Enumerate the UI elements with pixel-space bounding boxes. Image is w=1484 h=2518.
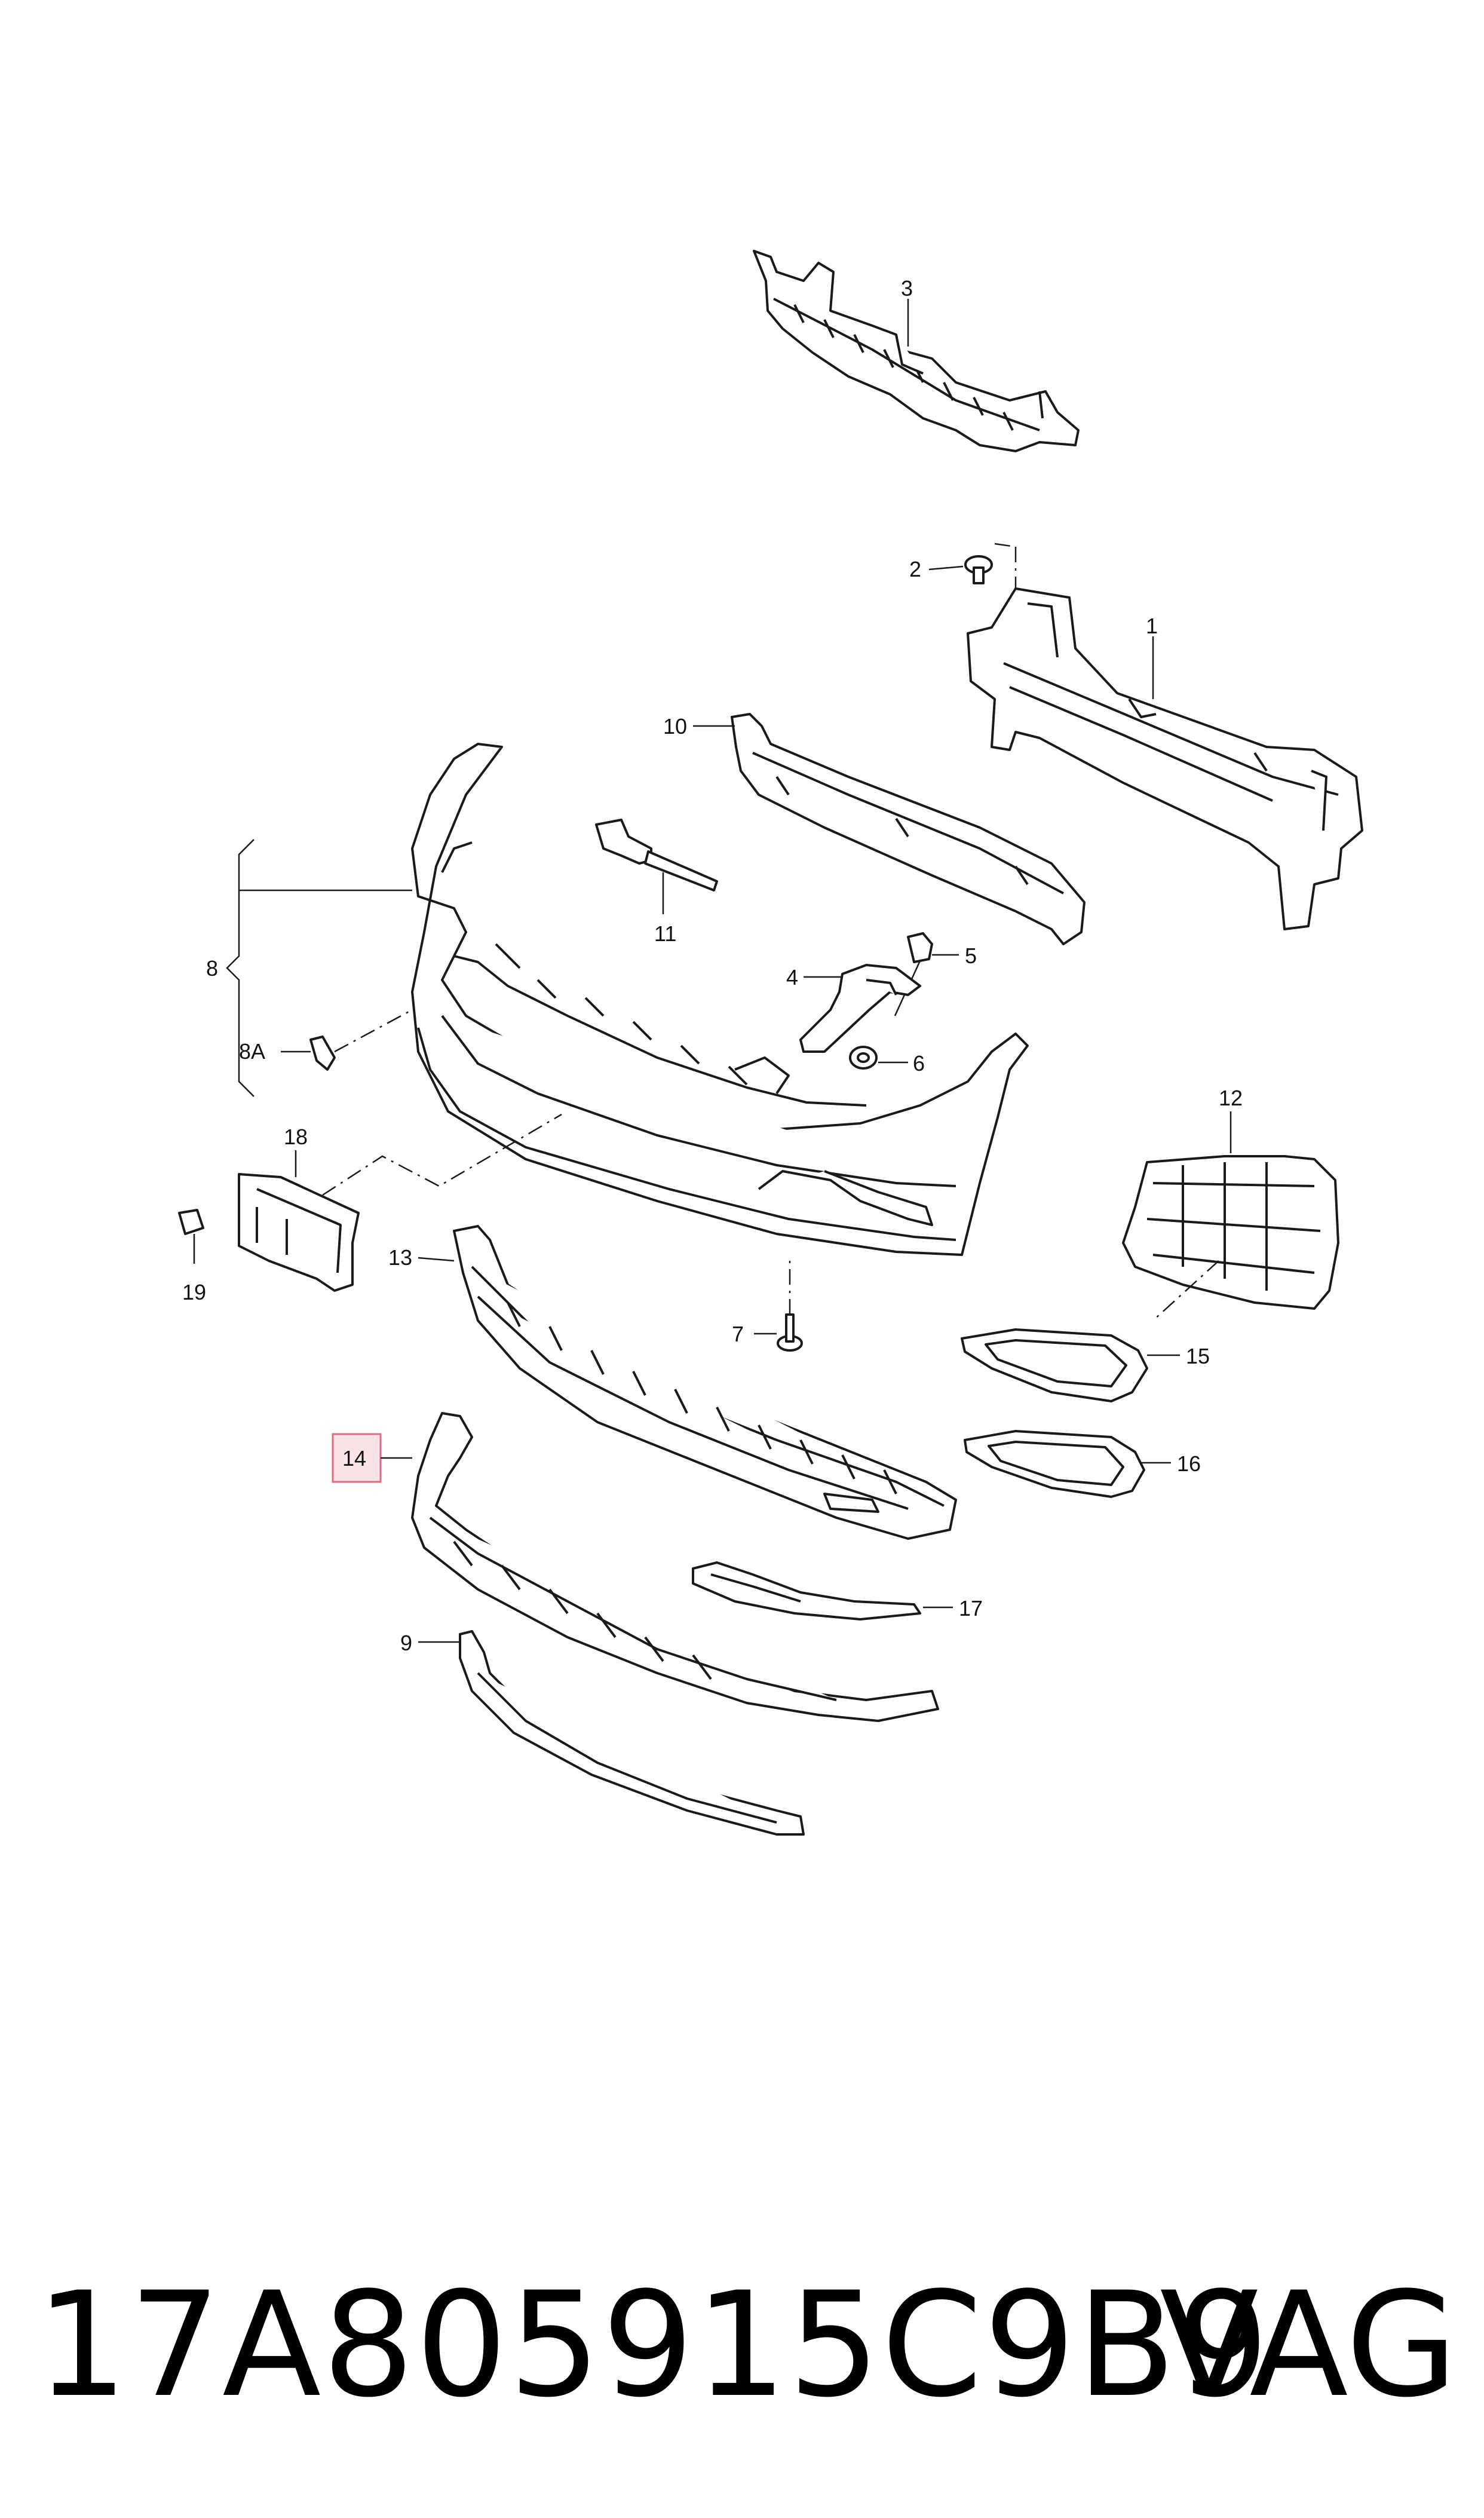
callout-16: 16 — [1177, 1451, 1201, 1476]
part-11-rivet — [595, 819, 718, 892]
part-8-bumper-cover — [411, 743, 1029, 1256]
brand-label: VAG — [1160, 2261, 1458, 2430]
part-5-clip — [907, 932, 933, 963]
callout-17: 17 — [959, 1596, 983, 1621]
callout-15: 15 — [1186, 1344, 1210, 1368]
callout-2: 2 — [909, 557, 921, 581]
callout-10: 10 — [663, 714, 687, 739]
callout-8a: 8A — [239, 1039, 265, 1064]
part-9-strip — [459, 1630, 805, 1836]
callout-7: 7 — [732, 1322, 744, 1346]
part-10-absorber — [731, 713, 1086, 945]
part-14-spoiler — [411, 1412, 939, 1722]
part-7-screw — [777, 1313, 803, 1352]
part-13-grille — [453, 1225, 957, 1540]
part-3-upper-bracket — [753, 250, 1080, 452]
callout-14: 14 — [342, 1446, 366, 1471]
part-18-plate-bracket — [238, 1173, 360, 1292]
part-15-trim — [961, 1328, 1148, 1402]
callout-12: 12 — [1219, 1086, 1243, 1110]
part-8a-clip — [309, 1036, 336, 1071]
part-6-nut — [849, 1046, 878, 1070]
callout-14-highlight — [332, 1433, 382, 1483]
callout-11: 11 — [654, 921, 676, 946]
callout-1: 1 — [1146, 614, 1158, 638]
part-16-trim — [964, 1430, 1145, 1498]
part-12-side-bracket — [1122, 1155, 1339, 1310]
part-19-screw — [178, 1209, 204, 1235]
callout-8: 8 — [206, 956, 218, 981]
part-number: 17A805915C9B9 — [36, 2261, 1271, 2430]
callout-18: 18 — [284, 1125, 308, 1149]
part-1-crossmember — [967, 587, 1363, 930]
callout-13: 13 — [388, 1245, 412, 1270]
callout-19: 19 — [182, 1280, 206, 1304]
footer: 17A805915C9B9 VAG — [36, 2256, 1458, 2435]
callout-3: 3 — [901, 276, 913, 301]
callout-9: 9 — [400, 1631, 412, 1655]
part-2-screw — [964, 555, 993, 584]
part-4-bracket — [799, 964, 921, 1053]
callout-4: 4 — [786, 965, 798, 990]
part-17-strip — [692, 1561, 921, 1621]
callout-6: 6 — [913, 1051, 925, 1076]
callout-5: 5 — [965, 944, 977, 968]
